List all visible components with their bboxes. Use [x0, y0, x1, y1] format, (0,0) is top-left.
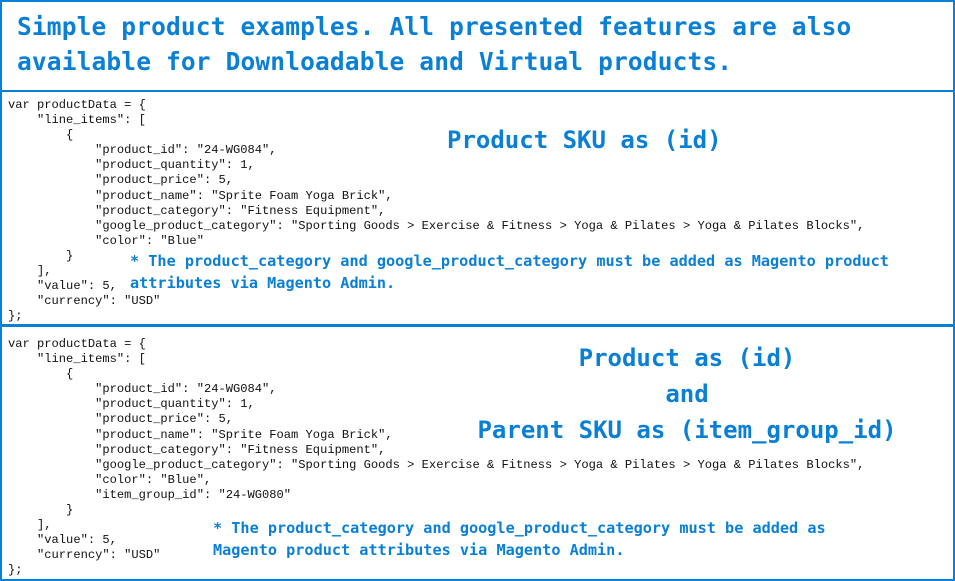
code-block-simple: var productData = { "line_items": [ { "p… — [8, 98, 864, 324]
note-line-2: attributes via Magento Admin. — [130, 274, 396, 292]
code-line: "color": "Blue" — [8, 233, 204, 248]
header-title-line-1: Simple product examples. All presented f… — [17, 12, 852, 41]
code-block-parent: var productData = { "line_items": [ { "p… — [8, 337, 864, 579]
title-line-3: Parent SKU as (item_group_id) — [477, 416, 897, 444]
attribute-note: * The product_category and google_produc… — [130, 250, 889, 294]
code-line: ], — [8, 518, 52, 533]
code-line: "value": 5, — [8, 279, 117, 294]
code-line: } — [8, 248, 74, 263]
code-line: "google_product_category": "Sporting Goo… — [8, 457, 865, 472]
code-line: { — [8, 367, 74, 382]
title-line-2: and — [665, 380, 709, 408]
code-line: "line_items": [ — [8, 113, 146, 128]
code-line: "color": "Blue", — [8, 472, 212, 487]
code-line: "product_name": "Sprite Foam Yoga Brick"… — [8, 188, 393, 203]
code-line: "product_id": "24-WG084", — [8, 143, 277, 158]
code-line: "item_group_id": "24-WG080" — [8, 487, 292, 502]
code-line: "product_quantity": 1, — [8, 397, 255, 412]
simple-product-example-panel: var productData = { "line_items": [ { "p… — [2, 92, 953, 327]
parent-sku-example-panel: var productData = { "line_items": [ { "p… — [2, 330, 953, 579]
code-line: "product_price": 5, — [8, 412, 233, 427]
code-line: }; — [8, 309, 23, 324]
code-line: var productData = { — [8, 337, 146, 351]
code-line: "currency": "USD" — [8, 294, 161, 309]
code-line: "google_product_category": "Sporting Goo… — [8, 218, 865, 233]
code-line: "product_id": "24-WG084", — [8, 382, 277, 397]
attribute-note: * The product_category and google_produc… — [213, 517, 826, 561]
code-line: "value": 5, — [8, 533, 117, 548]
example-title-product-sku: Product SKU as (id) — [447, 126, 722, 154]
code-line: "currency": "USD" — [8, 548, 161, 563]
code-line: "product_name": "Sprite Foam Yoga Brick"… — [8, 427, 393, 442]
code-line: "product_quantity": 1, — [8, 158, 255, 173]
code-line: ], — [8, 264, 52, 279]
code-line: } — [8, 503, 74, 518]
code-line: }; — [8, 563, 23, 578]
note-line-1: * The product_category and google_produc… — [130, 252, 889, 270]
code-line: "product_price": 5, — [8, 173, 233, 188]
note-line-2: Magento product attributes via Magento A… — [213, 541, 625, 559]
page-header: Simple product examples. All presented f… — [2, 2, 953, 92]
header-title-line-2: available for Downloadable and Virtual p… — [17, 47, 733, 76]
code-line: "line_items": [ — [8, 352, 146, 367]
note-line-1: * The product_category and google_produc… — [213, 519, 826, 537]
code-line: "product_category": "Fitness Equipment", — [8, 442, 386, 457]
code-line: var productData = { — [8, 98, 146, 112]
title-line-1: Product as (id) — [578, 344, 796, 372]
code-line: "product_category": "Fitness Equipment", — [8, 203, 386, 218]
code-line: { — [8, 128, 74, 143]
